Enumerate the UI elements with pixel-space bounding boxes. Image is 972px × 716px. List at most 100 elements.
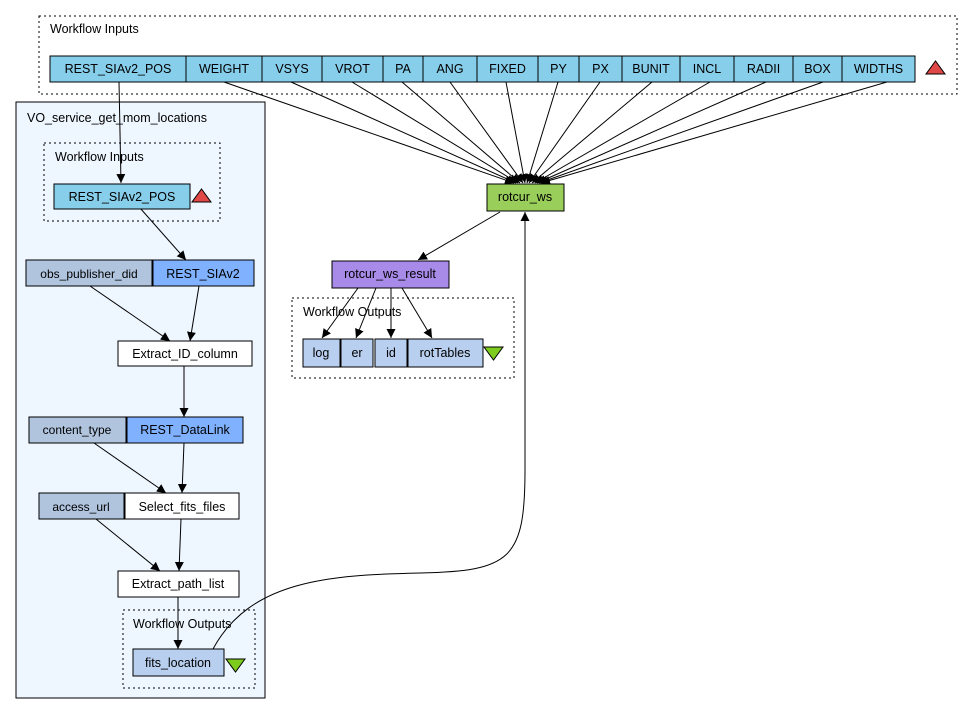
node-content-type[interactable]: content_type	[28, 416, 127, 444]
input-port-ang[interactable]: ANG	[422, 55, 478, 83]
edge-content-type-to-select	[93, 442, 167, 494]
edge-result-to-log	[321, 287, 359, 339]
input-port-weight[interactable]: WEIGHT	[185, 55, 263, 83]
svg-text:obs_publisher_did: obs_publisher_did	[40, 267, 137, 281]
input-port-py[interactable]: PY	[537, 55, 580, 83]
edge-px-to-rotcur	[528, 81, 601, 184]
node-extract-id-column[interactable]: Extract_ID_column	[117, 340, 253, 367]
svg-text:er: er	[351, 346, 362, 360]
edge-ang-to-rotcur	[449, 81, 524, 184]
svg-text:rotTables: rotTables	[420, 346, 471, 360]
edge-datalink-to-select	[177, 442, 187, 494]
sub-outputs-triangle	[225, 658, 246, 673]
node-rest-siav2[interactable]: REST_SIAv2	[152, 259, 255, 287]
svg-text:ANG: ANG	[436, 62, 463, 76]
input-port-rest-siav2-pos[interactable]: REST_SIAv2_POS	[49, 55, 187, 83]
top-inputs-triangle	[925, 60, 946, 75]
node-rotcur-ws[interactable]: rotcur_ws	[486, 183, 565, 212]
input-port-bunit[interactable]: BUNIT	[621, 55, 681, 83]
svg-text:access_url: access_url	[52, 500, 109, 514]
edge-py-to-rotcur	[525, 81, 559, 184]
edge-pos-to-sub-pos	[116, 81, 126, 184]
svg-text:FIXED: FIXED	[489, 62, 526, 76]
top-inputs-row: REST_SIAv2_POS WEIGHT VSYS VROT PA ANG FIXED PY…	[49, 55, 916, 83]
svg-text:VSYS: VSYS	[275, 62, 308, 76]
edge-incl-to-rotcur	[534, 81, 711, 184]
node-fits-location[interactable]: fits_location	[132, 648, 225, 677]
main-workflow-outputs-cluster: Workflow Outputs	[291, 297, 515, 379]
node-obs-publisher-did[interactable]: obs_publisher_did	[25, 259, 153, 287]
sub-inputs-triangle	[191, 188, 212, 203]
edge-fixed-to-rotcur	[505, 81, 528, 184]
svg-text:log: log	[313, 346, 330, 360]
node-rest-datalink[interactable]: REST_DataLink	[126, 416, 244, 444]
svg-text:fits_location: fits_location	[145, 656, 211, 670]
node-sub-rest-siav2-pos[interactable]: REST_SIAv2_POS	[53, 183, 191, 210]
svg-text:REST_SIAv2_POS: REST_SIAv2_POS	[65, 62, 172, 76]
input-port-fixed[interactable]: FIXED	[476, 55, 539, 83]
svg-text:rotcur_ws: rotcur_ws	[498, 190, 552, 204]
svg-text:REST_SIAv2: REST_SIAv2	[166, 267, 239, 281]
input-port-widths[interactable]: WIDTHS	[841, 55, 916, 83]
svg-text:INCL: INCL	[693, 62, 722, 76]
edge-rest-siav2-to-extract-id	[187, 285, 200, 342]
input-port-vrot[interactable]: VROT	[321, 55, 384, 83]
input-port-pa[interactable]: PA	[382, 55, 424, 83]
edge-vrot-to-rotcur	[351, 81, 519, 184]
node-rotcur-ws-result[interactable]: rotcur_ws_result	[331, 260, 450, 289]
edge-access-url-to-extract-path	[95, 518, 161, 572]
input-port-vsys[interactable]: VSYS	[261, 55, 323, 83]
edge-select-to-extract-path	[174, 518, 184, 572]
top-workflow-inputs-cluster: Workflow Inputs	[38, 15, 958, 95]
main-outputs-triangle	[483, 346, 504, 361]
edge-pa-to-rotcur	[401, 81, 521, 184]
svg-text:BUNIT: BUNIT	[632, 62, 670, 76]
node-extract-path-list[interactable]: Extract_path_list	[117, 570, 240, 598]
input-port-px[interactable]: PX	[578, 55, 623, 83]
input-port-radii[interactable]: RADII	[733, 55, 794, 83]
svg-text:WIDTHS: WIDTHS	[854, 62, 903, 76]
svg-text:PY: PY	[550, 62, 567, 76]
edge-rotcur-to-result	[417, 211, 501, 261]
edge-obs-to-extract-id	[89, 285, 171, 342]
edges	[89, 81, 888, 650]
svg-text:Select_fits_files: Select_fits_files	[139, 500, 226, 514]
node-output-log[interactable]: log	[302, 338, 341, 368]
subworkflow-title: VO_service_get_mom_locations	[27, 111, 207, 125]
svg-text:PA: PA	[395, 62, 411, 76]
svg-text:content_type: content_type	[43, 423, 112, 437]
svg-text:rotcur_ws_result: rotcur_ws_result	[344, 267, 436, 281]
node-output-rottables[interactable]: rotTables	[407, 338, 484, 368]
svg-text:id: id	[386, 346, 396, 360]
svg-text:VROT: VROT	[335, 62, 370, 76]
edge-radii-to-rotcur	[536, 81, 767, 184]
edge-widths-to-rotcur	[540, 81, 888, 185]
top-inputs-title: Workflow Inputs	[50, 22, 139, 36]
edge-box-to-rotcur	[538, 81, 824, 185]
edge-result-to-er	[355, 287, 377, 339]
node-select-fits-files[interactable]: Select_fits_files	[124, 492, 240, 520]
sub-workflow-outputs-cluster: Workflow Outputs	[122, 609, 256, 689]
edge-bunit-to-rotcur	[531, 81, 653, 184]
svg-text:WEIGHT: WEIGHT	[199, 62, 249, 76]
edge-fits-to-rotcur	[212, 212, 530, 650]
svg-text:PX: PX	[592, 62, 609, 76]
svg-text:BOX: BOX	[804, 62, 831, 76]
input-port-incl[interactable]: INCL	[679, 55, 735, 83]
edge-result-to-rottables	[401, 287, 433, 339]
edge-vsys-to-rotcur	[290, 81, 517, 184]
node-output-er[interactable]: er	[340, 338, 374, 368]
node-access-url[interactable]: access_url	[38, 492, 125, 520]
main-outputs-title: Workflow Outputs	[303, 305, 401, 319]
edge-weight-to-rotcur	[223, 81, 515, 185]
edge-sub-pos-to-rest-siav2	[139, 207, 187, 261]
svg-text:Extract_path_list: Extract_path_list	[132, 577, 225, 591]
svg-text:Extract_ID_column: Extract_ID_column	[132, 347, 238, 361]
input-port-box[interactable]: BOX	[792, 55, 843, 83]
sub-inputs-title: Workflow Inputs	[55, 150, 144, 164]
svg-text:REST_DataLink: REST_DataLink	[140, 423, 230, 437]
node-output-id[interactable]: id	[374, 338, 408, 368]
svg-text:REST_SIAv2_POS: REST_SIAv2_POS	[69, 190, 176, 204]
sub-workflow-inputs-cluster: Workflow Inputs	[43, 142, 221, 222]
